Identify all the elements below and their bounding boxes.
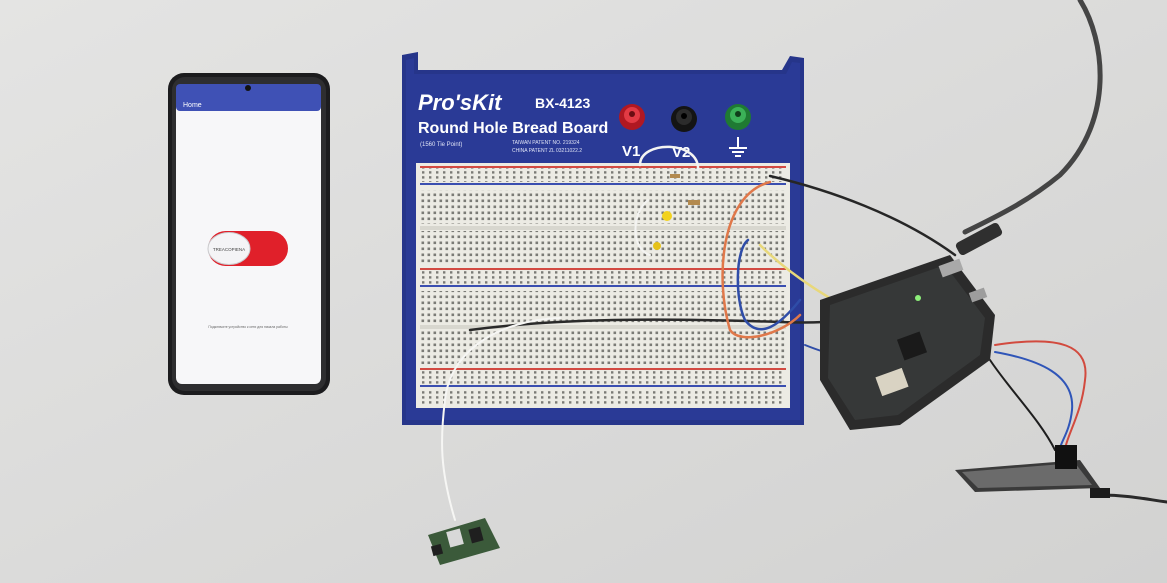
app-bar bbox=[176, 84, 321, 111]
brand-logo-text: Pro'sKit bbox=[418, 90, 503, 115]
yellow-led-2 bbox=[653, 242, 661, 250]
toggle-label: TREACOPIENA bbox=[213, 247, 245, 252]
wifi-module-board bbox=[955, 445, 1110, 498]
screen-footer-text: Подключите устройство к сети для начала … bbox=[208, 325, 288, 329]
power-toggle[interactable]: TREACOPIENA bbox=[207, 231, 288, 266]
sensor-module bbox=[428, 518, 500, 565]
model-number: BX-4123 bbox=[535, 95, 590, 111]
resistor-2 bbox=[670, 174, 680, 178]
camera-notch-icon bbox=[245, 85, 251, 91]
app-title: Home bbox=[183, 102, 202, 109]
red-binding-post bbox=[619, 104, 645, 130]
yellow-led bbox=[662, 211, 672, 221]
black-binding-post bbox=[671, 106, 697, 132]
smartphone: Home TREACOPIENA Подключите устройство к… bbox=[168, 73, 330, 395]
ground-symbol-icon bbox=[729, 137, 747, 157]
v1-label: V1 bbox=[622, 143, 640, 160]
tie-point-label: (1560 Tie Point) bbox=[420, 142, 462, 148]
board-title: Round Hole Bread Board bbox=[418, 120, 608, 137]
breadboard: Pro'sKit BX-4123 Round Hole Bread Board … bbox=[402, 52, 804, 425]
green-binding-post bbox=[725, 104, 751, 130]
patent-line-2: CHINA PATENT ZL 03211022.2 bbox=[512, 148, 582, 154]
status-led bbox=[915, 295, 921, 301]
resistor bbox=[688, 200, 700, 205]
patent-line-1: TAIWAN PATENT NO. 219324 bbox=[512, 140, 580, 146]
microcontroller-board bbox=[820, 222, 1003, 430]
